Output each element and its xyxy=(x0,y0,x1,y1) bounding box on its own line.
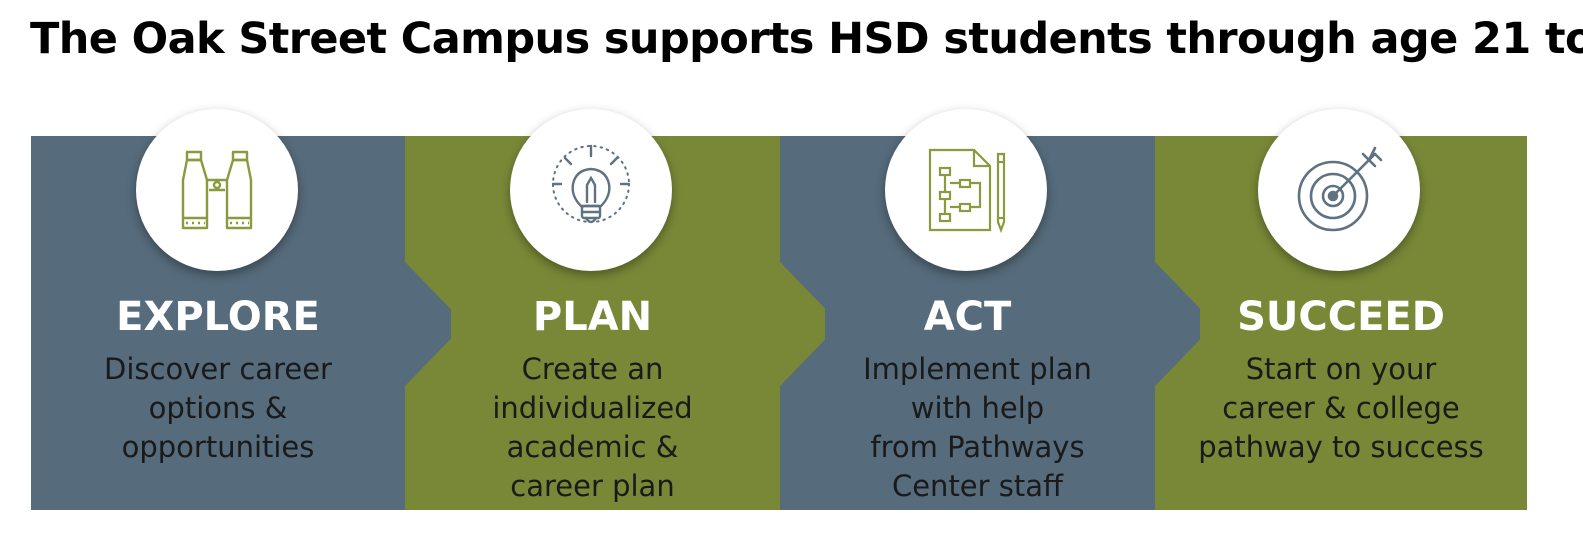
step-act: ACT Implement plan with help from Pathwa… xyxy=(780,109,1200,510)
step-plan-icon-circle xyxy=(510,109,672,271)
step-explore-description: Discover career options & opportunities xyxy=(104,352,332,464)
step-plan-description: Create an individualized academic & care… xyxy=(492,352,693,503)
step-act-background xyxy=(780,136,1200,510)
step-plan-background xyxy=(405,136,825,510)
step-succeed-heading: SUCCEED xyxy=(1237,294,1445,340)
step-plan-heading: PLAN xyxy=(532,294,653,340)
lightbulb-icon xyxy=(551,144,631,224)
step-act-description: Implement plan with help from Pathways C… xyxy=(863,352,1092,503)
binoculars-icon xyxy=(181,150,253,230)
step-succeed-description: Start on your career & college pathway t… xyxy=(1198,352,1484,464)
page-title: The Oak Street Campus supports HSD stude… xyxy=(30,14,1583,64)
step-explore-heading: EXPLORE xyxy=(116,294,320,340)
flowchart-document-icon xyxy=(928,148,1006,234)
step-succeed-icon-circle xyxy=(1258,109,1420,271)
step-explore-background xyxy=(31,136,451,510)
step-explore-icon-circle xyxy=(136,109,298,271)
step-explore: EXPLORE Discover career options & opport… xyxy=(31,109,451,510)
step-plan: PLAN Create an individualized academic &… xyxy=(405,109,825,510)
step-act-heading: ACT xyxy=(923,294,1012,340)
target-icon xyxy=(1297,146,1383,232)
step-act-icon-circle xyxy=(885,109,1047,271)
step-succeed: SUCCEED Start on your career & college p… xyxy=(1155,109,1527,510)
